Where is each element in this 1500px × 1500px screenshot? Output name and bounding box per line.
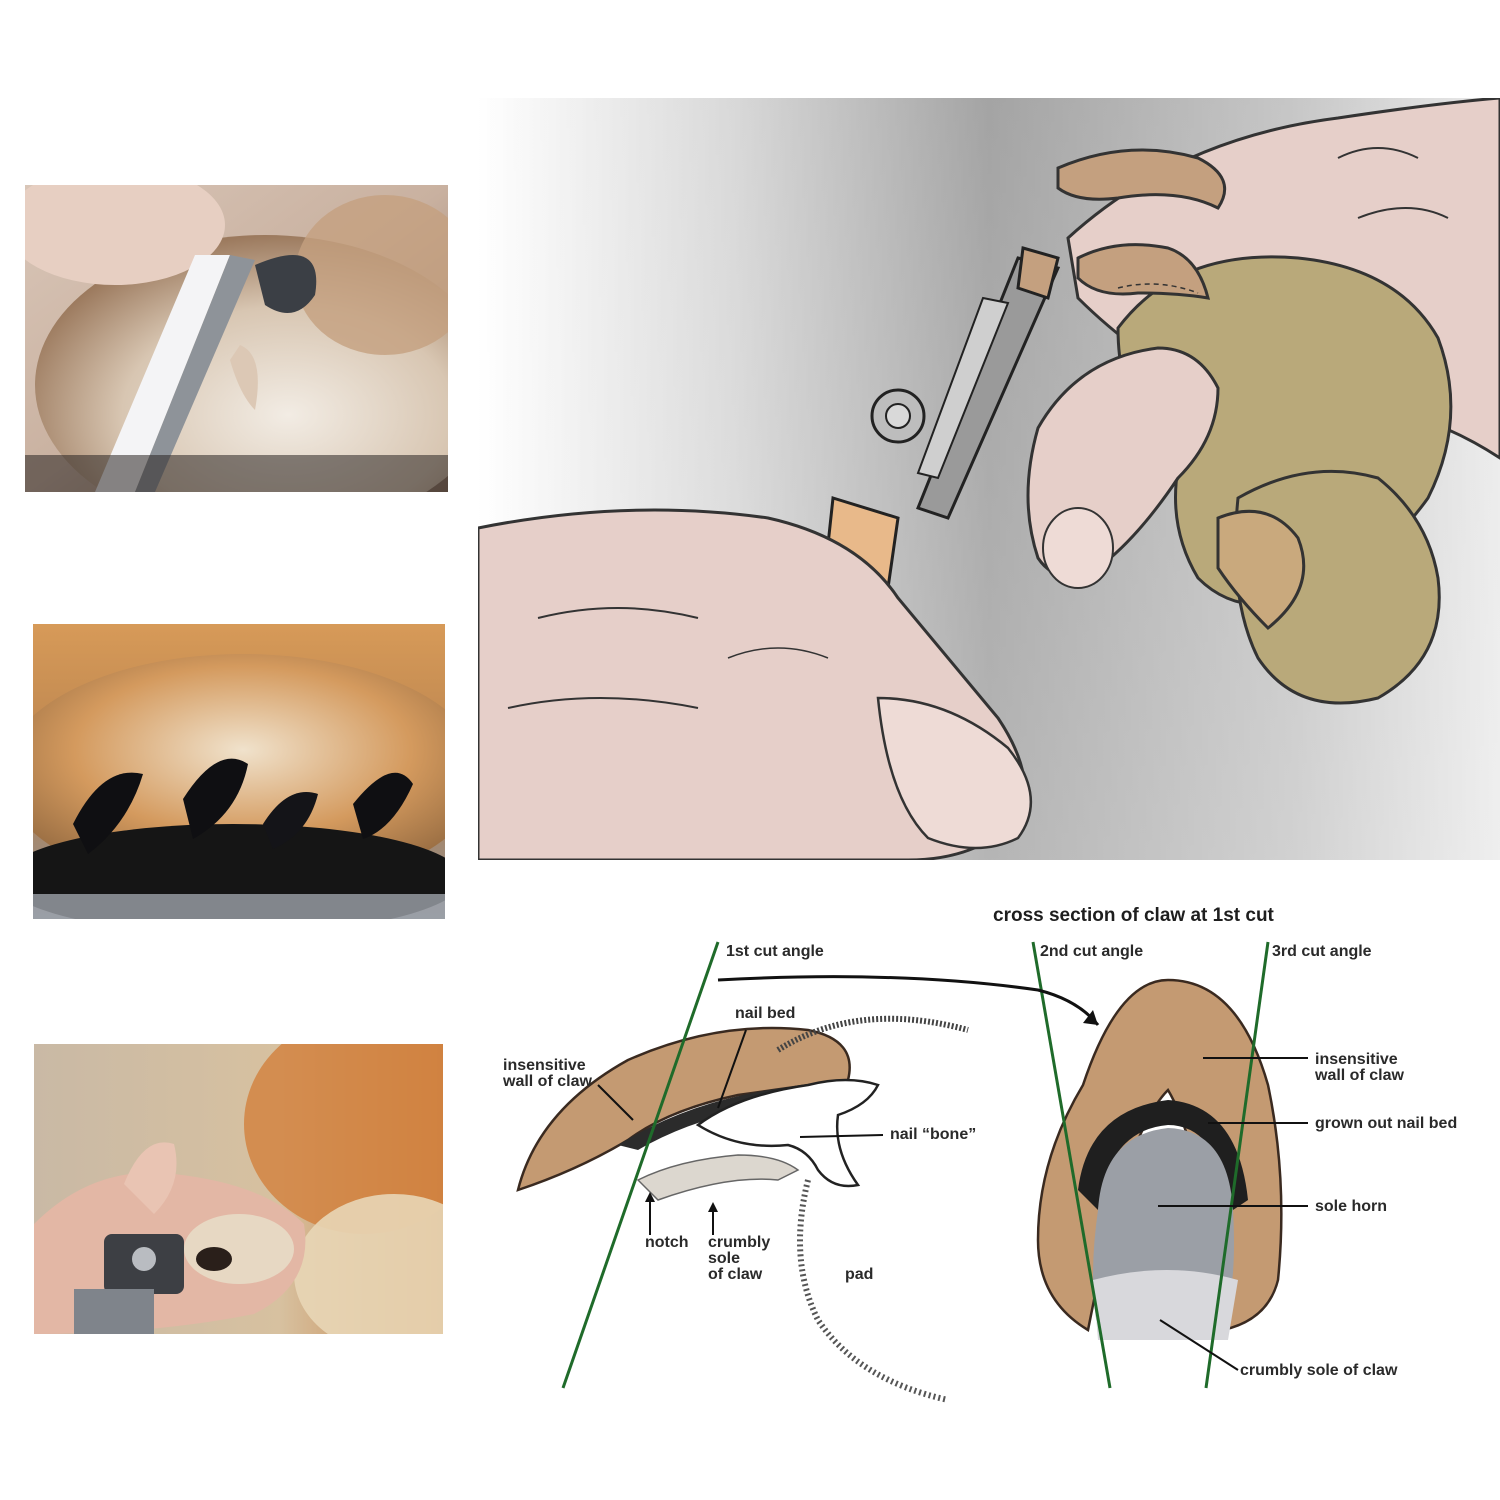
nail-bed-label: nail bed (735, 1005, 796, 1022)
second-cut-line (1031, 941, 1112, 1389)
photo-hand-clipping (34, 1044, 443, 1334)
side-fur (776, 1015, 969, 1053)
third-cut-line (1204, 941, 1270, 1389)
nail-bone-label: nail “bone” (890, 1126, 977, 1143)
first-cut-line (561, 941, 720, 1389)
grown-out-nail-bed-label: grown out nail bed (1315, 1115, 1458, 1132)
cross-crumbly-sole-label: crumbly sole of claw (1240, 1362, 1398, 1379)
first-cut-angle-label: 1st cut angle (726, 943, 824, 960)
side-pad (797, 1179, 949, 1403)
cross-crumbly-sole (1093, 1270, 1238, 1340)
cross-insensitive-wall-label: insensitive wall of claw (1315, 1051, 1404, 1084)
cross-section-title: cross section of claw at 1st cut (993, 905, 1274, 926)
side-insensitive-wall-label: insensitive wall of claw (503, 1057, 592, 1090)
second-cut-angle-label: 2nd cut angle (1040, 943, 1144, 960)
trimming-illustration (478, 98, 1500, 860)
cut-to-section-arrow (717, 975, 1100, 1026)
photo-clipper-on-paw (25, 185, 448, 492)
sole-horn-label: sole horn (1315, 1198, 1388, 1215)
side-nail-bone (695, 1078, 880, 1188)
side-crumbly-sole-label: crumbly sole of claw (708, 1234, 771, 1283)
cross-nail-bed (1078, 1100, 1248, 1210)
pad-label: pad (845, 1266, 874, 1283)
claw-diagram: cross section of claw at 1st cut 1st cut… (478, 880, 1500, 1500)
side-crumbly-sole (636, 1154, 800, 1201)
photo-black-claws (33, 624, 445, 919)
third-cut-angle-label: 3rd cut angle (1272, 943, 1372, 960)
notch-label: notch (645, 1234, 689, 1251)
